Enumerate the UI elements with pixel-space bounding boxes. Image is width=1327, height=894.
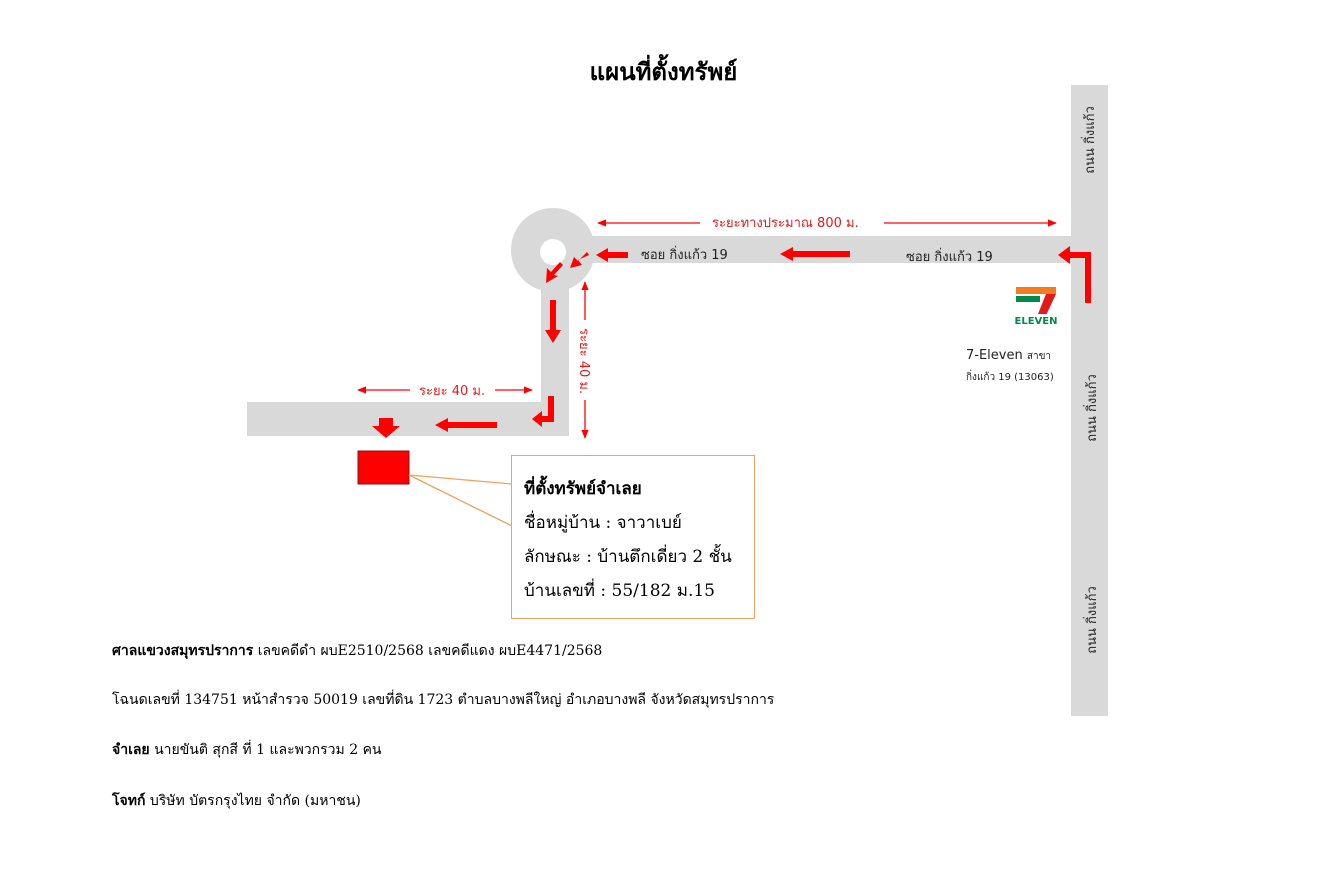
soi-label-left: ซอย กิ่งแก้ว 19 [641,246,728,263]
property-marker [357,450,410,485]
callout-house-no: บ้านเลขที่ : 55/182 ม.15 [524,581,716,601]
distance-top: ระยะทางประมาณ 800 ม. [597,216,1057,231]
court-label: ศาลแขวงสมุทรปราการ [112,643,254,659]
defendant-text: นายขันติ สุกสี ที่ 1 และพวกรวม 2 คน [149,742,382,758]
callout-pointer [408,474,513,528]
store-branch: กิ่งแก้ว 19 (13063) [966,369,1054,383]
court-text: เลขคดีดำ ผบE2510/2568 เลขคดีแดง ผบE4471/… [253,643,603,659]
store-name: 7-Eleven สาขา [966,348,1051,363]
property-callout: ที่ตั้งทรัพย์จำเลย ชื่อหมู่บ้าน : จาวาเบ… [511,455,755,619]
defendant-info: จำเลย นายขันติ สุกสี ที่ 1 และพวกรวม 2 ค… [112,739,382,761]
callout-village: ชื่อหมู่บ้าน : จาวาเบย์ [524,513,682,533]
arrow-to-property [372,418,400,438]
deed-info: โฉนดเลขที่ 134751 หน้าสำรวจ 50019 เลขที่… [112,692,775,708]
plaintiff-label: โจทก์ [112,793,146,809]
distance-vertical-label: ระยะ 40 ม. [576,328,591,394]
court-info: ศาลแขวงสมุทรปราการ เลขคดีดำ ผบE2510/2568… [112,640,602,662]
logo-text: ELEVEN [1015,316,1058,327]
callout-type: ลักษณะ : บ้านตึกเดี่ยว 2 ชั้น [524,547,732,567]
main-road [1071,85,1108,716]
soi-road-horizontal [560,236,1071,263]
arrow-roundabout-2 [546,262,563,283]
main-road-label-2: ถนน กิ่งแก้ว [1083,374,1100,442]
arrow-turn-in [1058,246,1091,303]
soi-label-right: ซอย กิ่งแก้ว 19 [906,248,993,265]
distance-left-label: ระยะ 40 ม. [419,384,485,399]
arrow-down [545,300,561,343]
plaintiff-info: โจทก์ บริษัท บัตรกรุงไทย จำกัด (มหาชน) [112,790,361,812]
arrow-left-1 [780,247,850,261]
soi-road-lower [247,402,569,436]
main-road-label-1: ถนน กิ่งแก้ว [1081,106,1098,174]
callout-title: ที่ตั้งทรัพย์จำเลย [524,479,642,499]
arrow-left-3 [435,418,497,432]
seven-eleven-logo: ELEVEN [1015,287,1058,327]
arrow-corner [532,396,554,427]
route-arrows [372,246,1091,438]
arrow-left-2 [596,248,628,262]
main-road-label-3: ถนน กิ่งแก้ว [1083,586,1100,654]
distance-vertical: ระยะ 40 ม. [576,281,591,439]
arrow-roundabout-1 [570,252,589,268]
roads [247,85,1108,716]
page-title: แผนที่ตั้งทรัพย์ [589,57,738,86]
distance-left: ระยะ 40 ม. [357,384,533,399]
defendant-label: จำเลย [112,742,150,758]
roundabout-island [540,239,566,265]
plaintiff-text: บริษัท บัตรกรุงไทย จำกัด (มหาชน) [145,793,361,809]
distance-top-label: ระยะทางประมาณ 800 ม. [712,216,859,231]
